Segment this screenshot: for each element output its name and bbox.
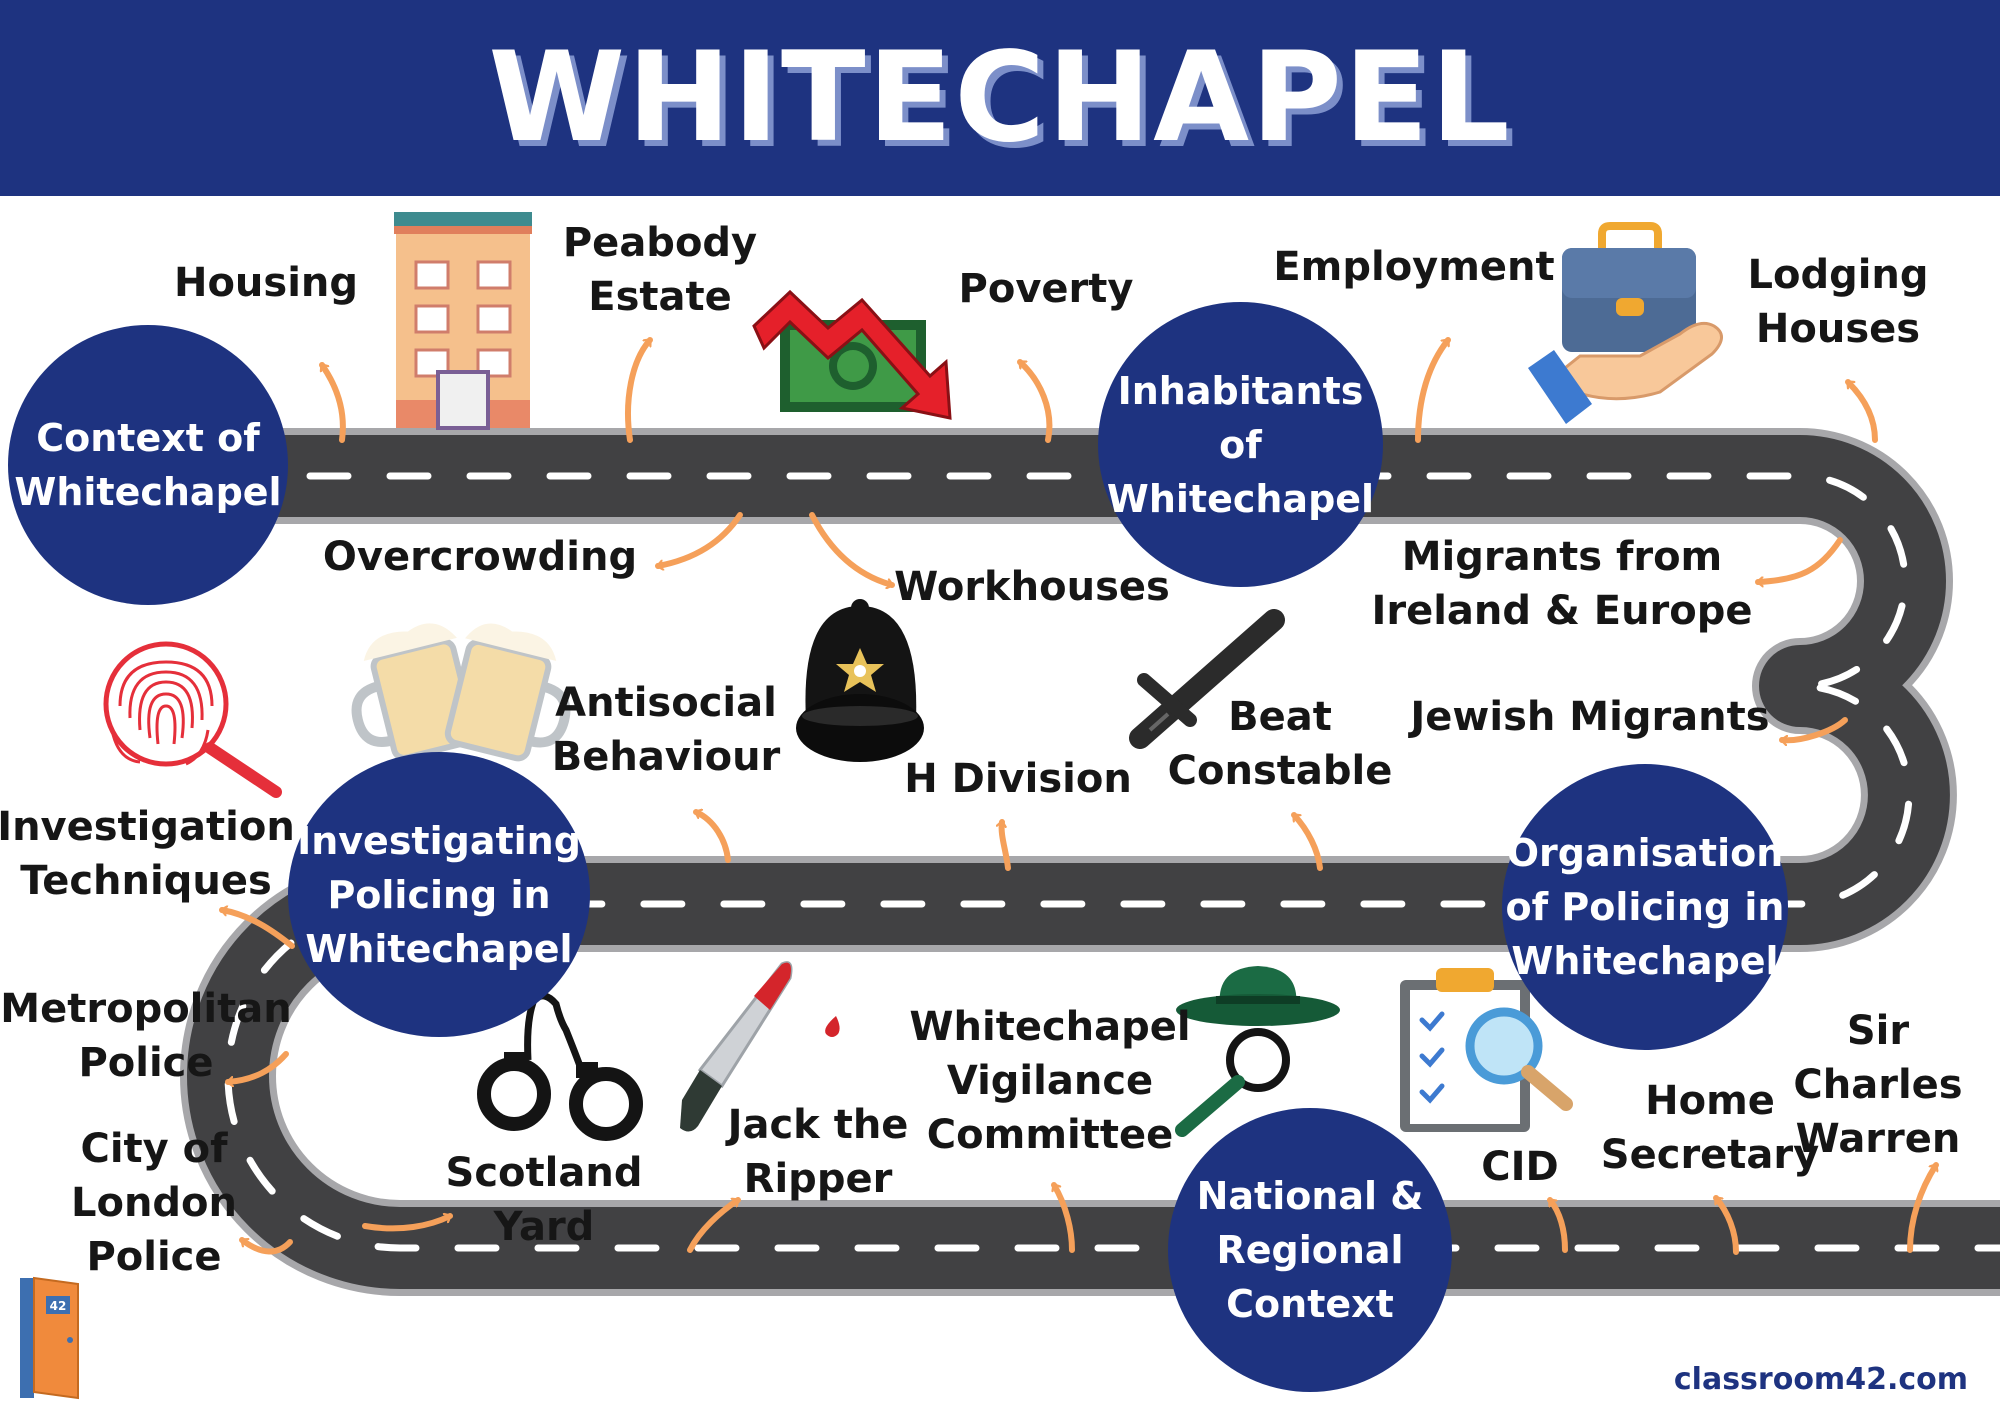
truncheon-icon: [1129, 609, 1285, 749]
topic-investigation-techniques: Investigation Techniques: [0, 804, 295, 904]
hub-investigating-policing: Investigating Policing in Whitechapel: [288, 752, 590, 1037]
topic-jack-the-ripper: Jack the Ripper: [727, 1102, 909, 1202]
clipboard-magnifier-icon: [1400, 968, 1573, 1132]
road: [146, 428, 2000, 1296]
topic-migrants-ireland-europe: Migrants from Ireland & Europe: [1371, 534, 1753, 634]
topic-whitechapel-vigilance-committee: Whitechapel Vigilance Committee: [909, 1004, 1191, 1158]
fingerprint-magnifier-icon: [103, 641, 282, 798]
page-title: WHITECHAPEL: [488, 26, 1512, 170]
topic-sir-charles-warren: Sir Charles Warren: [1793, 1008, 1963, 1162]
topic-metropolitan-police: Metropolitan Police: [0, 986, 292, 1086]
topic-beat-constable: Beat Constable: [1167, 694, 1393, 794]
handcuffs-icon: [477, 992, 643, 1141]
book-door-icon: [20, 1276, 79, 1400]
topic-overcrowding: Overcrowding: [322, 534, 638, 580]
book-number: 42: [50, 1299, 67, 1313]
topic-cid: CID: [1481, 1144, 1559, 1190]
topic-peabody-estate: Peabody Estate: [562, 220, 758, 320]
hub-context-of-whitechapel: Context of Whitechapel: [8, 325, 288, 605]
topic-scotland-yard: Scotland Yard: [445, 1150, 643, 1250]
topic-jewish-migrants: Jewish Migrants: [1410, 694, 1770, 740]
topic-antisocial-behaviour: Antisocial Behaviour: [551, 680, 781, 780]
topic-lodging-houses: Lodging Houses: [1747, 252, 1929, 352]
detective-magnifier-icon: [1175, 966, 1340, 1137]
police-helmet-icon: [796, 599, 924, 762]
money-down-arrow-icon: [752, 289, 952, 420]
hub-organisation-of-policing: Organisation of Policing in Whitechapel: [1502, 764, 1788, 1050]
connector-arrows: [219, 337, 1939, 1255]
topic-workhouses: Workhouses: [894, 564, 1170, 610]
topic-h-division: H Division: [904, 756, 1132, 802]
header-bar: WHITECHAPEL: [0, 0, 2000, 196]
topic-home-secretary: Home Secretary: [1600, 1078, 1820, 1178]
topic-employment: Employment: [1273, 244, 1555, 290]
hub-inhabitants-of-whitechapel: Inhabitants of Whitechapel: [1098, 302, 1383, 587]
beer-mugs-icon: [351, 623, 571, 762]
brand-link[interactable]: classroom42.com: [1673, 1362, 1968, 1397]
building-icon: [394, 212, 532, 430]
bloody-knife-icon: [680, 961, 840, 1132]
hub-national-regional-context: National & Regional Context: [1168, 1108, 1452, 1392]
topic-housing: Housing: [173, 260, 359, 306]
briefcase-hand-icon: [1528, 222, 1723, 424]
topic-city-of-london-police: City of London Police: [70, 1126, 238, 1280]
topic-poverty: Poverty: [958, 266, 1134, 312]
